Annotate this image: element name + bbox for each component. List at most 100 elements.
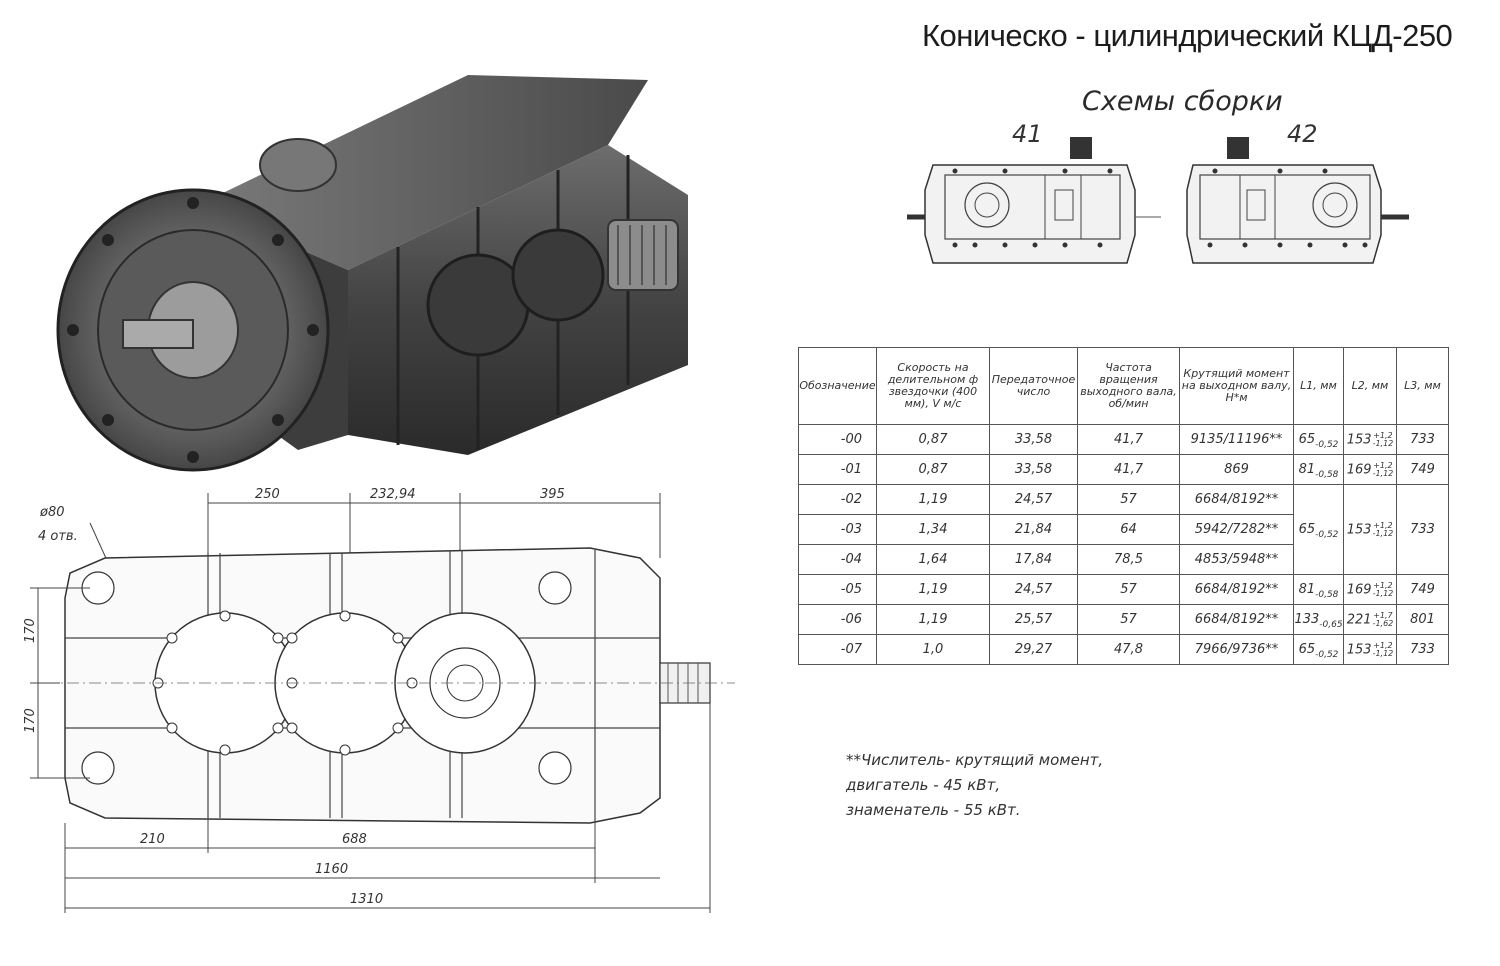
table-row: -01 0,87 33,58 41,7 869 81-0,58 169+1,2-… (798, 454, 1449, 485)
cell-torque: 869 (1179, 454, 1294, 485)
dim-top-1: 250 (255, 487, 280, 502)
table-row: -07 1,0 29,27 47,8 7966/9736** 65-0,52 1… (798, 634, 1449, 665)
page-title: Коническо - цилиндрический КЦД-250 (922, 18, 1453, 53)
dim-top-2: 232,94 (370, 487, 416, 502)
cover-bolts (152, 610, 418, 756)
gear-hub (1322, 192, 1348, 218)
assembly-scheme-41 (907, 137, 1161, 264)
cell-l1: 65-0,52 (1293, 634, 1344, 665)
input-shaft-block (1227, 137, 1249, 159)
l2-value: 169 (1346, 582, 1372, 597)
gearbox-dimension-drawing: 250 232,94 395 ø80 4 отв. 170 170 (23, 487, 735, 913)
hole-diameter-label: ø80 (39, 505, 65, 520)
dim-bottom-1160: 1160 (315, 862, 348, 877)
l2-tol-upper: +1,7 (1373, 610, 1393, 620)
l2-value: 169 (1346, 462, 1372, 477)
cell-speed: 1,19 (876, 484, 990, 515)
gear-circle (1312, 182, 1358, 228)
inspection-cover (259, 138, 337, 192)
header-l2: L2, мм (1343, 347, 1397, 425)
cell-l2: 221+1,7-1,62 (1343, 604, 1397, 635)
l2-value: 221 (1346, 612, 1372, 627)
cell-speed: 1,34 (876, 514, 990, 545)
l2-tol-upper: +1,2 (1373, 640, 1393, 650)
header-l1: L1, мм (1293, 347, 1344, 425)
gear-hub (974, 192, 1000, 218)
cell-l1: 81-0,58 (1293, 454, 1344, 485)
cell-l1: 81-0,58 (1293, 574, 1344, 605)
table-row: -04 1,64 17,84 78,5 4853/5948** (798, 544, 1449, 575)
cell-ratio: 33,58 (989, 454, 1078, 485)
cell-speed: 0,87 (876, 424, 990, 455)
cell-speed: 1,19 (876, 604, 990, 635)
cell-ratio: 33,58 (989, 424, 1078, 455)
l2-tol-lower: -1,12 (1372, 648, 1394, 658)
l2-tol-lower: -1,12 (1372, 588, 1394, 598)
assembly-scheme-42 (1186, 137, 1409, 264)
cell-code: -04 (798, 544, 877, 575)
housing-inner (944, 174, 1121, 240)
header-frequency: Частота вращения выходного вала, об/мин (1077, 347, 1180, 425)
scheme-42-label: 42 (1287, 120, 1318, 148)
cell-torque: 5942/7282** (1179, 514, 1294, 545)
l1-tolerance: -0,58 (1315, 470, 1339, 480)
bolt-row (952, 168, 1113, 248)
cell-l1: 133-0,65 (1293, 604, 1344, 635)
l1-value: 65 (1298, 642, 1316, 657)
l2-tol-upper: +1,2 (1373, 580, 1393, 590)
l1-tolerance: -0,52 (1315, 440, 1339, 450)
cell-frequency: 57 (1077, 574, 1180, 605)
bearing-cover (511, 228, 605, 322)
cell-l2: 153+1,2-1,12 (1343, 484, 1397, 575)
table-row: -02 1,19 24,57 57 6684/8192** 65-0,52 15… (798, 484, 1449, 575)
side-dimension-lines (30, 587, 90, 779)
cell-torque: 6684/8192** (1179, 484, 1294, 515)
footnote-line-2: двигатель - 45 кВт, (846, 776, 1001, 794)
cell-frequency: 78,5 (1077, 544, 1180, 575)
cell-torque: 7966/9736** (1179, 634, 1294, 665)
assembly-schemes-heading: Схемы сборки (1082, 86, 1283, 117)
l1-value: 65 (1298, 432, 1316, 447)
cell-code: -07 (798, 634, 877, 665)
cell-ratio: 24,57 (989, 574, 1078, 605)
bevel-box (1054, 189, 1074, 221)
housing-outline (924, 164, 1136, 264)
cell-code: -06 (798, 604, 877, 635)
cell-torque: 6684/8192** (1179, 604, 1294, 635)
cell-frequency: 41,7 (1077, 454, 1180, 485)
cell-frequency: 41,7 (1077, 424, 1180, 455)
gearbox-3d-render (56, 75, 688, 472)
table-header-row: Обозначение Скорость на делительном ф зв… (798, 347, 1449, 425)
cell-l2: 169+1,2-1,12 (1343, 574, 1397, 605)
input-shaft (122, 319, 194, 349)
cell-torque: 4853/5948** (1179, 544, 1294, 575)
cell-ratio: 25,57 (989, 604, 1078, 635)
cell-frequency: 57 (1077, 604, 1180, 635)
l2-tol-upper: +1,2 (1373, 430, 1393, 440)
cell-l3: 801 (1396, 604, 1449, 635)
gear-circle (964, 182, 1010, 228)
l1-tolerance: -0,58 (1315, 590, 1339, 600)
l1-value: 81 (1298, 462, 1316, 477)
housing-inner (1199, 174, 1371, 240)
table-row: -06 1,19 25,57 57 6684/8192** 133-0,65 2… (798, 604, 1449, 635)
l2-value: 153 (1346, 432, 1372, 447)
scheme-41-label: 41 (1012, 120, 1043, 148)
dim-top-3: 395 (540, 487, 565, 502)
cell-code: -00 (798, 424, 877, 455)
housing-top (198, 75, 648, 270)
spline-teeth (617, 225, 667, 285)
cell-frequency: 64 (1077, 514, 1180, 545)
cell-l3: 749 (1396, 454, 1449, 485)
l2-tol-lower: -1,62 (1372, 618, 1394, 628)
header-l3: L3, мм (1396, 347, 1449, 425)
l1-tolerance: -0,52 (1315, 650, 1339, 660)
header-ratio: Передаточное число (989, 347, 1078, 425)
cell-l1: 65-0,52 (1293, 484, 1344, 575)
cell-torque: 9135/11196** (1179, 424, 1294, 455)
l1-tolerance: -0,65 (1319, 620, 1343, 630)
bottom-dimension-lines (64, 703, 711, 913)
l1-value: 81 (1298, 582, 1316, 597)
footnote: **Числитель- крутящий момент, двигатель … (846, 748, 1126, 823)
l1-value: 65 (1298, 522, 1316, 537)
